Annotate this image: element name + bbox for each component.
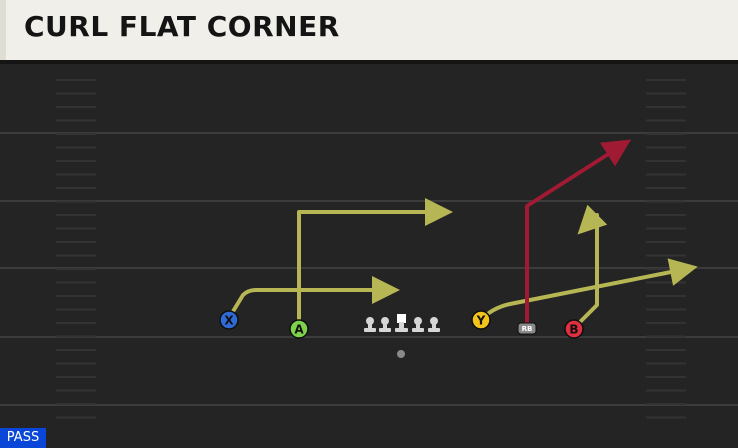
player-a[interactable]: A (289, 319, 309, 339)
player-x[interactable]: X (219, 310, 239, 330)
hash-marks-left (56, 79, 96, 419)
title-bar: CURL FLAT CORNER (0, 0, 738, 60)
routes (227, 139, 698, 330)
quarterback-icon (397, 350, 405, 358)
lineman-icon (379, 317, 391, 332)
route-y (479, 258, 698, 322)
play-title: CURL FLAT CORNER (24, 10, 340, 43)
offensive-line (364, 314, 440, 358)
player-b-label: B (569, 323, 578, 337)
lineman-icon (412, 317, 424, 332)
player-a-label: A (294, 323, 304, 337)
route-a (297, 198, 453, 328)
title-shadow (0, 60, 738, 64)
yard-lines (0, 132, 738, 406)
route-rb (525, 139, 632, 328)
player-rb-label: RB (522, 325, 533, 333)
player-y-label: Y (476, 314, 486, 328)
lineman-icon (364, 317, 376, 332)
player-x-label: X (224, 314, 234, 328)
play-type-badge: PASS (0, 428, 46, 448)
route-x (227, 276, 400, 320)
player-y[interactable]: Y (471, 310, 491, 330)
center-icon (395, 314, 408, 332)
player-rb[interactable]: RB (517, 322, 537, 335)
route-b (572, 204, 608, 330)
player-b[interactable]: B (564, 319, 584, 339)
hash-marks-right (646, 79, 686, 419)
lineman-icon (428, 317, 440, 332)
